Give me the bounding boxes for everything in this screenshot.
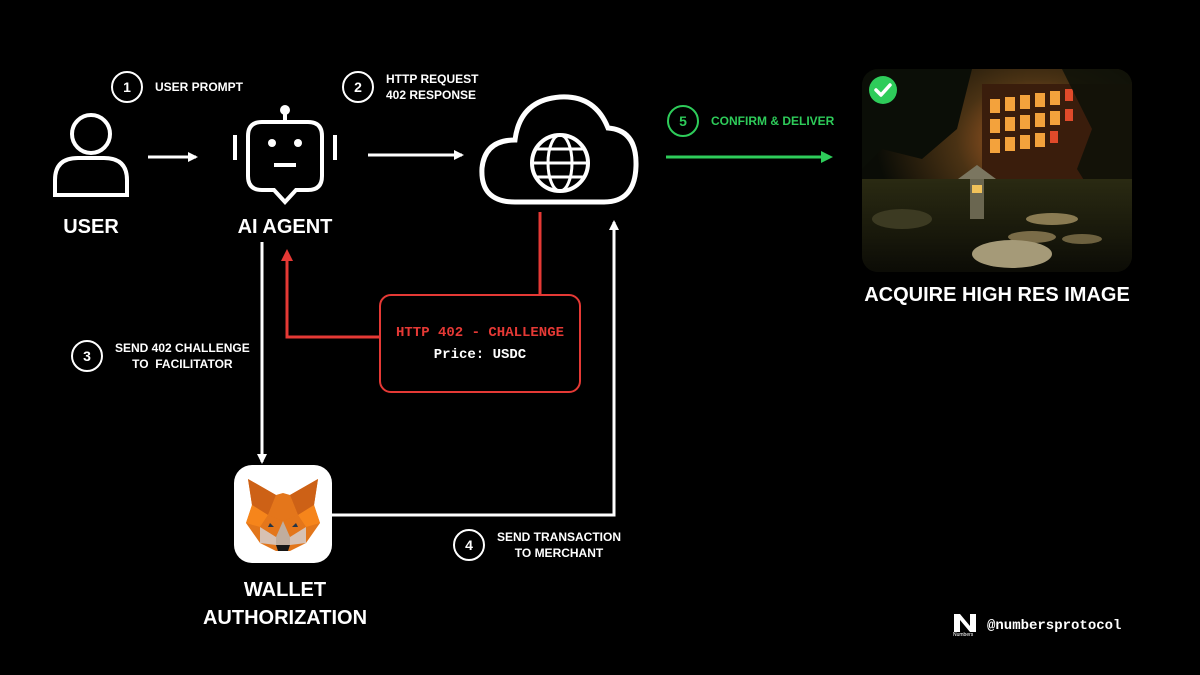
wallet-app-tile [234, 465, 332, 563]
high-res-image [862, 69, 1132, 272]
step-4: 4 SEND TRANSACTION TO MERCHANT [453, 529, 621, 561]
step-text-line: SEND TRANSACTION [497, 530, 622, 544]
step-number: 2 [342, 71, 374, 103]
step-number: 3 [71, 340, 103, 372]
user-icon [53, 113, 129, 197]
step-1: 1 USER PROMPT [111, 71, 243, 103]
image-label: ACQUIRE HIGH RES IMAGE [864, 284, 1130, 306]
step-text-line: USER PROMPT [155, 80, 244, 94]
metamask-fox-icon [246, 479, 320, 551]
brand: Numbers @numbersprotocol [953, 613, 1121, 639]
arrow-wallet-to-cloud [332, 220, 619, 517]
step-text-line: HTTP REQUEST [386, 72, 479, 86]
agent-label: AI AGENT [237, 216, 333, 238]
step-text-line: 402 RESPONSE [386, 88, 477, 102]
wallet-label-line2: AUTHORIZATION [202, 607, 368, 629]
user-label: USER [63, 216, 119, 238]
robot-chat-icon [233, 105, 337, 205]
step-number: 4 [453, 529, 485, 561]
wallet-label: WALLET AUTHORIZATION [190, 576, 380, 632]
step-text-line: CONFIRM & DELIVER [711, 114, 835, 128]
step-number: 5 [667, 105, 699, 137]
cloud-globe-icon [479, 94, 639, 205]
step-text-line: TO MERCHANT [514, 546, 604, 560]
brand-handle: @numbersprotocol [987, 618, 1122, 634]
step-text-line: TO FACILITATOR [132, 357, 233, 371]
logo-text: Numbers [953, 632, 974, 638]
challenge-box: HTTP 402 - CHALLENGE Price: USDC [379, 294, 581, 393]
numbers-logo: Numbers [953, 613, 977, 639]
check-circle-icon [869, 76, 897, 104]
wallet-label-line1: WALLET [243, 579, 327, 601]
night-garden-photo [862, 69, 1132, 272]
step-text-line: SEND 402 CHALLENGE [115, 341, 250, 355]
step-number: 1 [111, 71, 143, 103]
numbers-logo-icon [954, 614, 976, 632]
arrow-challenge-to-agent [281, 249, 379, 339]
challenge-price: Price: USDC [433, 346, 527, 363]
step-5: 5 CONFIRM & DELIVER [667, 105, 834, 137]
challenge-title: HTTP 402 - CHALLENGE [395, 324, 565, 341]
step-3: 3 SEND 402 CHALLENGE TO FACILITATOR [71, 340, 250, 372]
step-2: 2 HTTP REQUEST 402 RESPONSE [342, 71, 478, 103]
